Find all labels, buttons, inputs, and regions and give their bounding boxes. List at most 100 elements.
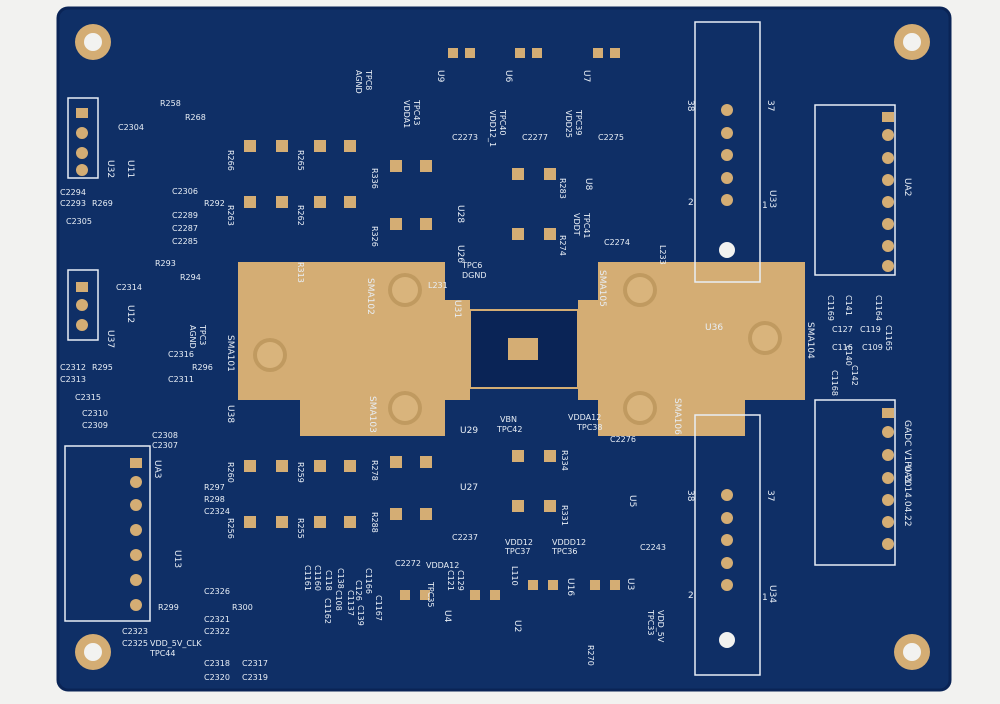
chip-u3: U3: [625, 578, 635, 590]
c2314: C2314: [116, 283, 142, 292]
tp-tpc39: TPC39: [574, 109, 583, 135]
tp-tpc40: TPC40: [498, 109, 507, 135]
tp-tpc42: TPC42: [496, 425, 522, 434]
c139: C139: [356, 605, 365, 626]
tp-vdda12: VDDA12: [568, 413, 601, 422]
c2308: C2308: [152, 431, 178, 440]
c2318: C2318: [204, 659, 230, 668]
tp-tpc35: TPC35: [426, 581, 435, 607]
chip-u6: U6: [503, 70, 513, 83]
c2287: C2287: [172, 224, 198, 233]
c2325: C2325: [122, 639, 148, 648]
c1160: C1160: [313, 565, 322, 591]
r299: R299: [158, 603, 179, 612]
sma103-label: SMA103: [367, 396, 377, 433]
tp-vbn: VBN: [500, 415, 517, 424]
conn-ua1: UA1: [902, 465, 912, 483]
r278: R278: [370, 460, 379, 481]
tp-vdd-5v: VDD_5V: [656, 610, 665, 643]
smd-pads: [244, 48, 620, 600]
chip-u16: U16: [565, 578, 575, 596]
tp-vdda12-2: VDDA12: [426, 561, 459, 570]
r334: R334: [560, 450, 569, 471]
chip-u8: U8: [583, 178, 593, 191]
c1168: C1168: [830, 370, 839, 396]
r283: R283: [558, 178, 567, 199]
r296: R296: [192, 363, 213, 372]
board-title: GADC V1P0 2014.04.22: [902, 420, 912, 527]
c1164: C1164: [874, 295, 883, 321]
c2305: C2305: [66, 217, 92, 226]
sma105-label: SMA105: [597, 270, 607, 307]
chip-u12: U12: [125, 305, 135, 323]
c1165: C1165: [884, 325, 893, 351]
r270: R270: [586, 645, 595, 666]
chip-u38: U38: [225, 405, 235, 423]
c2317: C2317: [242, 659, 268, 668]
pin-1-top: 1: [762, 201, 768, 211]
pin-38-top: 38: [685, 100, 695, 112]
c2311: C2311: [168, 375, 194, 384]
chip-u4: U4: [442, 610, 452, 623]
r259: R259: [296, 462, 305, 483]
r262: R262: [296, 205, 305, 226]
headers: [694, 21, 761, 676]
r331: R331: [560, 505, 569, 526]
pin-38-bottom: 38: [685, 490, 695, 502]
sma106-label: SMA106: [672, 398, 682, 435]
l110: L110: [510, 566, 519, 586]
c142: C142: [850, 365, 859, 386]
pin-1-bottom: 1: [762, 593, 768, 603]
c2310: C2310: [82, 409, 108, 418]
chip-u9: U9: [435, 70, 445, 83]
chip-u2: U2: [512, 620, 522, 632]
tp-agnd: AGND: [354, 70, 363, 94]
conn-u33: U33: [767, 190, 777, 208]
c121: C121: [446, 570, 455, 591]
r266: R266: [226, 150, 235, 171]
tp-tpc36: TPC36: [551, 547, 577, 556]
c2293: C2293: [60, 199, 86, 208]
r268: R268: [185, 113, 206, 122]
c2313: C2313: [60, 375, 86, 384]
chip-u36: U36: [705, 323, 723, 333]
r256: R256: [226, 518, 235, 539]
tp-vdd012: VDDD12: [552, 538, 586, 547]
r336: R336: [370, 168, 379, 189]
c118: C118: [324, 570, 333, 591]
tp-vdd-5v-clk: VDD_5V_CLK: [150, 639, 202, 648]
tp-tpc37: TPC37: [504, 547, 530, 556]
c2275: C2275: [598, 133, 624, 142]
tp-tpc41: TPC41: [582, 212, 591, 238]
pin-2-top: 2: [688, 198, 694, 208]
r263: R263: [226, 205, 235, 226]
chip-u7: U7: [581, 70, 591, 82]
c2277: C2277: [522, 133, 548, 142]
c129: C129: [456, 570, 465, 591]
c2315: C2315: [75, 393, 101, 402]
r274: R274: [558, 235, 567, 256]
adc-chip: [469, 309, 579, 389]
c1166: C1166: [364, 568, 373, 594]
c116: C116: [832, 343, 853, 352]
r297: R297: [204, 483, 225, 492]
tp-vdd12-1: VDD12_1: [488, 110, 497, 147]
c108: C108: [334, 590, 343, 611]
tp-dgnd: DGND: [462, 271, 487, 280]
c141: C141: [844, 295, 853, 316]
pin-2-bottom: 2: [688, 591, 694, 601]
c2320: C2320: [204, 673, 230, 682]
c1162: C1162: [323, 598, 332, 624]
sma101-label: SMA101: [225, 335, 235, 372]
tp-tpc43: TPC43: [412, 99, 421, 125]
pin-37-bottom: 37: [765, 490, 775, 501]
c2272: C2272: [395, 559, 421, 568]
c2237: C2237: [452, 533, 478, 542]
c2316: C2316: [168, 350, 194, 359]
chip-u29: U29: [460, 426, 478, 436]
tp-tpc38: TPC38: [576, 423, 602, 432]
c2319: C2319: [242, 673, 268, 682]
c2304: C2304: [118, 123, 144, 132]
r326: R326: [370, 226, 379, 247]
r295: R295: [92, 363, 113, 372]
